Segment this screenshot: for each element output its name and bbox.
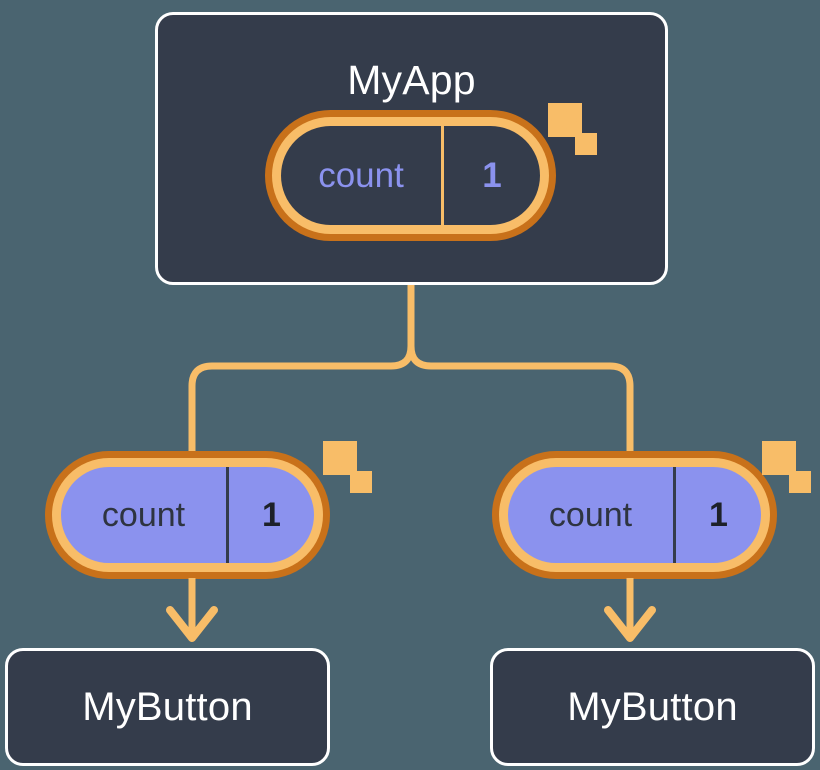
state-pill-root[interactable]: count 1 <box>265 110 556 241</box>
state-pill-body: count 1 <box>281 126 540 225</box>
state-pill-inner-ring: count 1 <box>272 117 549 234</box>
arrow-right <box>604 578 656 642</box>
page-title: MyApp <box>347 57 476 103</box>
state-value-cell: 1 <box>673 467 761 563</box>
state-value-label: 1 <box>262 495 281 534</box>
state-pill-child-left[interactable]: count 1 <box>45 451 330 579</box>
component-label: MyButton <box>567 684 738 729</box>
component-label: MyButton <box>82 684 253 729</box>
state-key-label: count <box>101 495 186 534</box>
state-key-label: count <box>548 495 633 534</box>
sparkle-star-icon <box>350 471 372 493</box>
state-value-label: 1 <box>482 155 502 195</box>
state-pill-inner-ring: count 1 <box>499 458 770 572</box>
sparkle-star-icon <box>323 441 357 475</box>
state-value-label: 1 <box>709 495 728 534</box>
state-key-label: count <box>318 155 404 195</box>
state-value-cell: 1 <box>441 126 540 225</box>
state-pill-body: count 1 <box>61 467 314 563</box>
sparkle-star-icon <box>762 441 796 475</box>
component-card-mybutton-right[interactable]: MyButton <box>490 648 815 766</box>
state-pill-child-right[interactable]: count 1 <box>492 451 777 579</box>
state-value-cell: 1 <box>226 467 314 563</box>
arrow-left <box>166 578 218 642</box>
state-key-cell: count <box>61 467 226 563</box>
state-pill-inner-ring: count 1 <box>52 458 323 572</box>
component-card-mybutton-left[interactable]: MyButton <box>5 648 330 766</box>
state-key-cell: count <box>281 126 441 225</box>
state-pill-body: count 1 <box>508 467 761 563</box>
sparkle-star-icon <box>789 471 811 493</box>
state-key-cell: count <box>508 467 673 563</box>
